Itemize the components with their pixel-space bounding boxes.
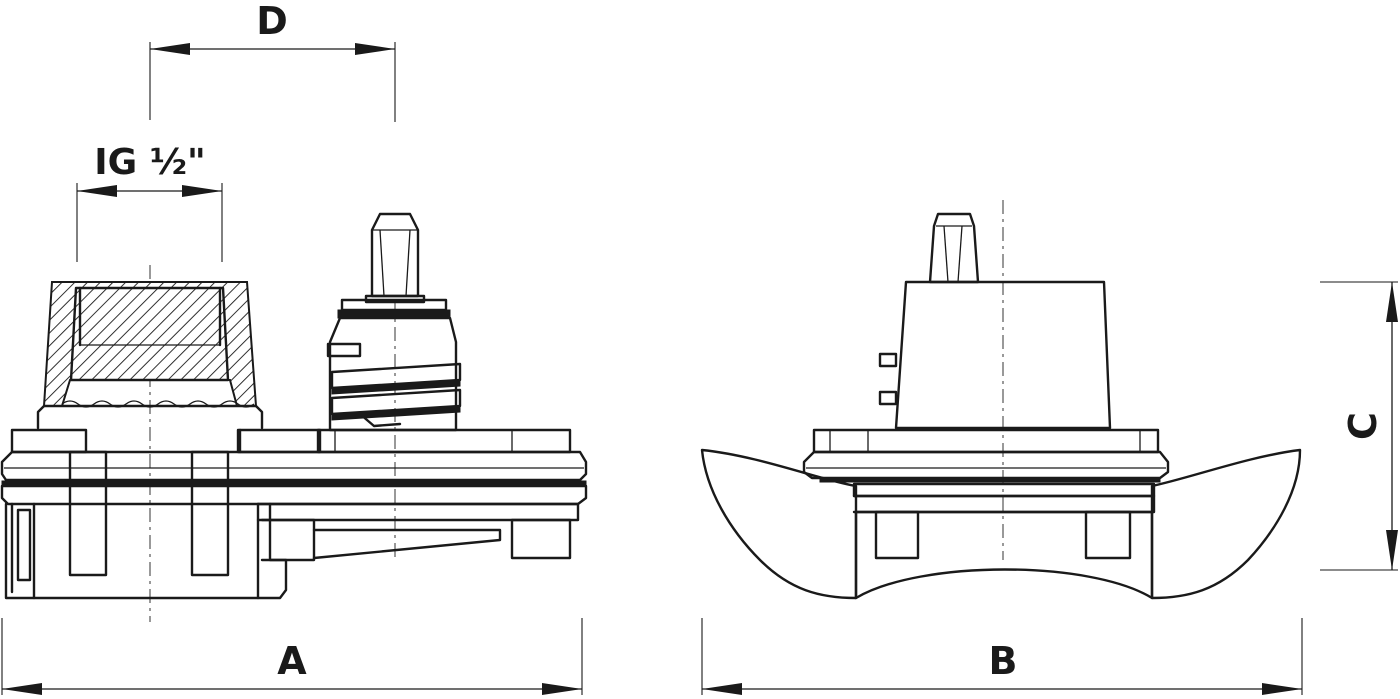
dimension-thread: IG ½" xyxy=(76,142,223,262)
dimension-a-label: A xyxy=(277,639,307,683)
dimension-c-label: C xyxy=(1341,412,1385,440)
dimension-b: B xyxy=(701,618,1303,695)
thread-size-label: IG ½" xyxy=(94,142,206,183)
side-view xyxy=(0,212,588,622)
dimension-d: D xyxy=(149,0,396,122)
dimension-a: A xyxy=(1,618,583,695)
dimension-c: C xyxy=(1320,281,1398,571)
dimension-d-label: D xyxy=(256,0,288,43)
dimension-b-label: B xyxy=(989,639,1018,683)
front-view xyxy=(700,200,1302,600)
